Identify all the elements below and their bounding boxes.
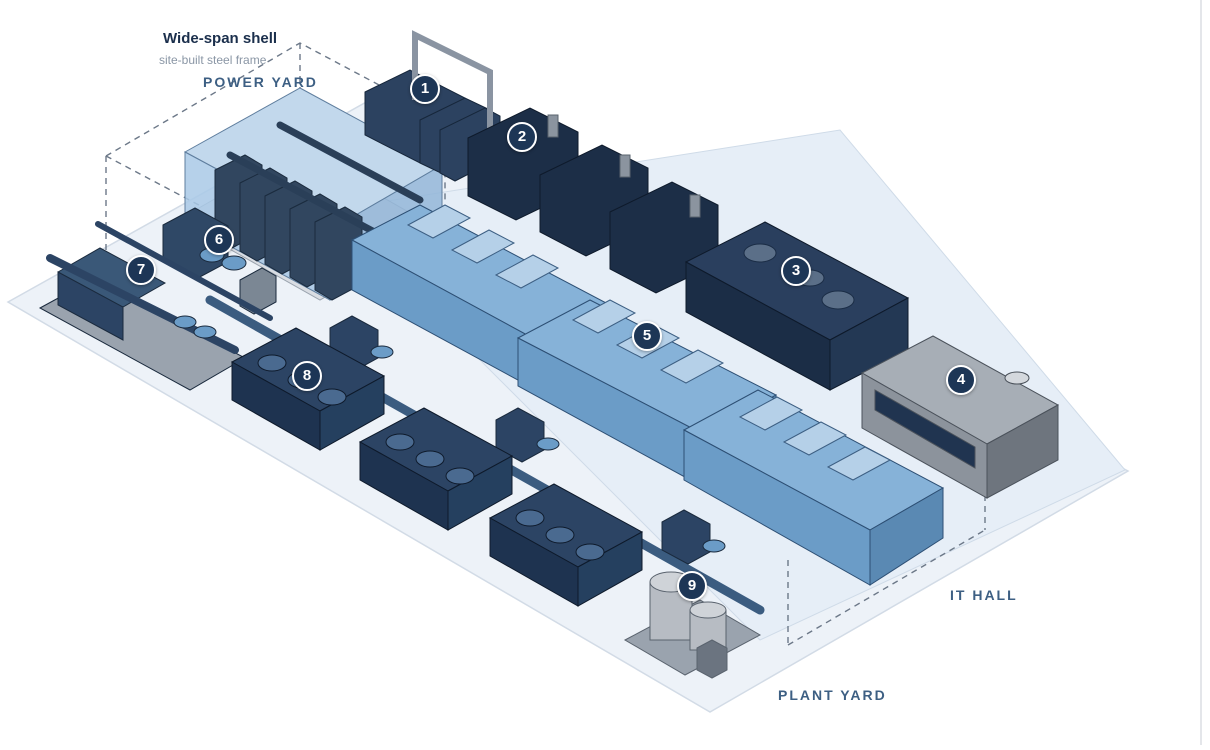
dry-coolers (230, 327, 644, 607)
marker-1[interactable]: 1 (410, 74, 440, 104)
shell-subtitle: site-built steel frame (159, 53, 267, 67)
marker-2[interactable]: 2 (507, 122, 537, 152)
marker-9[interactable]: 9 (677, 571, 707, 601)
marker-6[interactable]: 6 (204, 225, 234, 255)
right-divider (1200, 0, 1202, 745)
marker-7[interactable]: 7 (126, 255, 156, 285)
roof-units (406, 204, 892, 481)
marker-8[interactable]: 8 (292, 361, 322, 391)
genset-stacks (547, 114, 701, 218)
zone-label-it-hall: IT HALL (950, 587, 1018, 603)
marker-3[interactable]: 3 (781, 256, 811, 286)
marker-5[interactable]: 5 (632, 321, 662, 351)
marker-4[interactable]: 4 (946, 365, 976, 395)
pump-skids (329, 315, 726, 565)
mv-intake (38, 221, 273, 391)
data-hall-3 (682, 389, 945, 586)
shell-title: Wide-span shell (163, 30, 278, 47)
zone-label-plant-yard: PLANT YARD (778, 687, 887, 703)
busbar-rails (226, 121, 424, 239)
exhaust-frame (412, 30, 493, 128)
zone-label-power-yard: POWER YARD (203, 74, 318, 90)
